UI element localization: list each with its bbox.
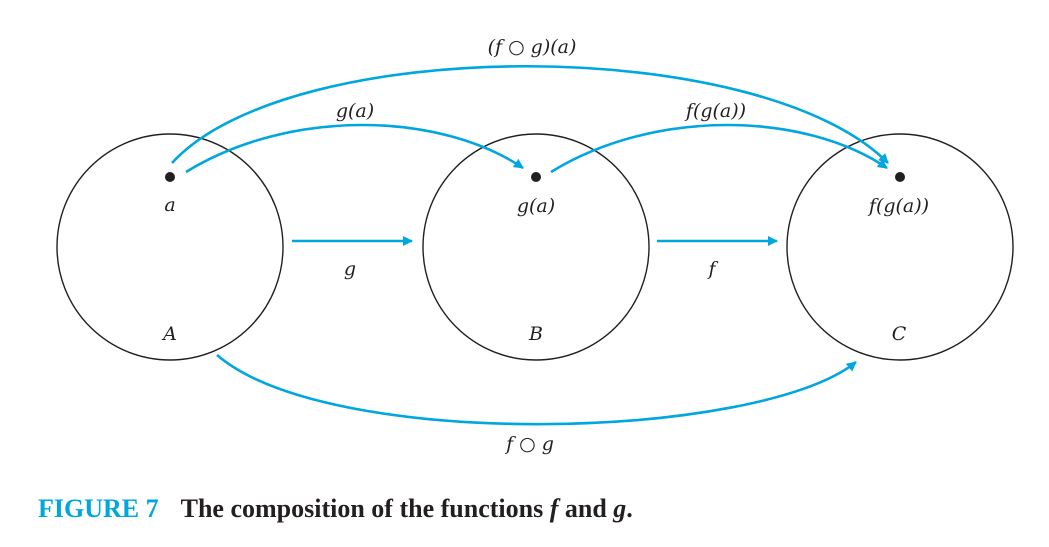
figure-caption: FIGURE 7 The composition of the functions… [38,494,633,524]
caption-f: f [549,494,559,523]
arrow-ga-to-fga [550,123,888,174]
set-a-element-label: a [164,194,175,216]
arrow-ga-label: g(a) [336,100,374,122]
arrow-composition [216,354,857,426]
set-c-element-label: f(g(a)) [867,195,929,217]
caption-text: The composition of the functions [180,494,550,523]
caption-and: and [558,494,614,523]
element-a-dot [165,172,175,182]
set-b-name-label: B [528,323,543,345]
set-c-name-label: C [892,323,907,345]
arrow-fga-label: f(g(a)) [684,100,746,122]
arrow-g-label: g [344,258,356,280]
set-b-circle [422,133,650,361]
arrow-composition-at-a-label: (f ○ g)(a) [488,36,577,58]
composition-diagram: a g(a) f(g(a)) A B C g f g(a) f(g(a)) (f… [56,36,1014,455]
caption-period: . [626,494,633,523]
set-a-circle [56,133,284,361]
arrow-composition-label: f ○ g [504,433,554,455]
set-a-name-label: A [161,323,177,345]
caption-g: g [613,494,627,523]
arrow-f-label: f [706,258,718,280]
set-c-circle [786,133,1014,361]
element-ga-dot [531,172,541,182]
figure-number: FIGURE 7 [38,494,159,523]
arrow-composition-at-a [171,65,889,164]
set-b-element-label: g(a) [517,195,555,217]
element-fga-dot [895,172,905,182]
arrow-a-to-ga [185,123,524,174]
